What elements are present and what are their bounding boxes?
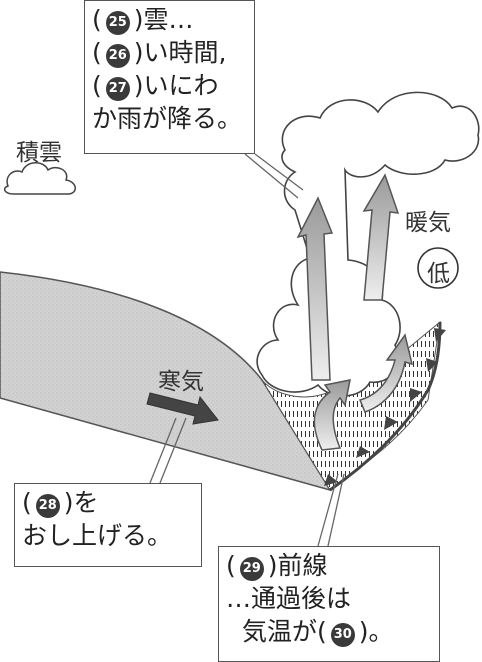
front-callout: (29)前線 …通過後は 気温が(30)。	[218, 546, 440, 662]
cloud-callout-line-4: か雨が降る。	[92, 104, 243, 133]
low-pressure-label: 低	[427, 261, 450, 287]
answer-number-27: 27	[105, 77, 130, 101]
answer-number-30: 30	[330, 623, 355, 647]
updraft-arrow-2	[362, 173, 400, 301]
cumulus-label: 積雲	[16, 140, 62, 166]
answer-number-25: 25	[105, 11, 130, 35]
cloud-callout-line-1: (25)雲…	[92, 5, 194, 35]
cloud-callout-line-2: (26)い時間,	[92, 38, 227, 68]
leader-lines	[149, 153, 345, 547]
cold-front-line	[329, 321, 442, 492]
cold-front-triangles	[324, 328, 446, 486]
answer-number-28: 28	[35, 494, 60, 518]
push-callout: (28)を おし上げる。	[14, 483, 202, 567]
push-callout-line-2: おし上げる。	[22, 521, 173, 550]
front-callout-line-1: (29)前線	[226, 551, 328, 581]
low-pressure-marker	[417, 247, 459, 289]
updraft-arrow-1	[296, 196, 334, 381]
answer-number-26: 26	[105, 44, 130, 68]
cold-air-label: 寒気	[158, 369, 204, 395]
updraft-arrows	[296, 173, 414, 451]
cold-air-mass	[0, 271, 332, 492]
cloud-callout: (25)雲… (26)い時間, (27)いにわ か雨が降る。	[84, 0, 255, 154]
warm-air-label: 暖気	[405, 210, 451, 236]
push-callout-line-1: (28)を	[22, 488, 99, 518]
cumulus-icon	[3, 162, 76, 195]
cold-air-arrow	[146, 392, 219, 425]
front-callout-line-2: …通過後は	[226, 584, 352, 613]
answer-number-29: 29	[239, 557, 264, 581]
updraft-arrow-4	[358, 333, 414, 413]
cumulonimbus-cloud	[256, 91, 480, 397]
cloud-callout-line-3: (27)いにわ	[92, 71, 219, 101]
front-callout-line-3: 気温が(30)。	[242, 617, 394, 647]
updraft-arrow-3	[313, 379, 351, 451]
